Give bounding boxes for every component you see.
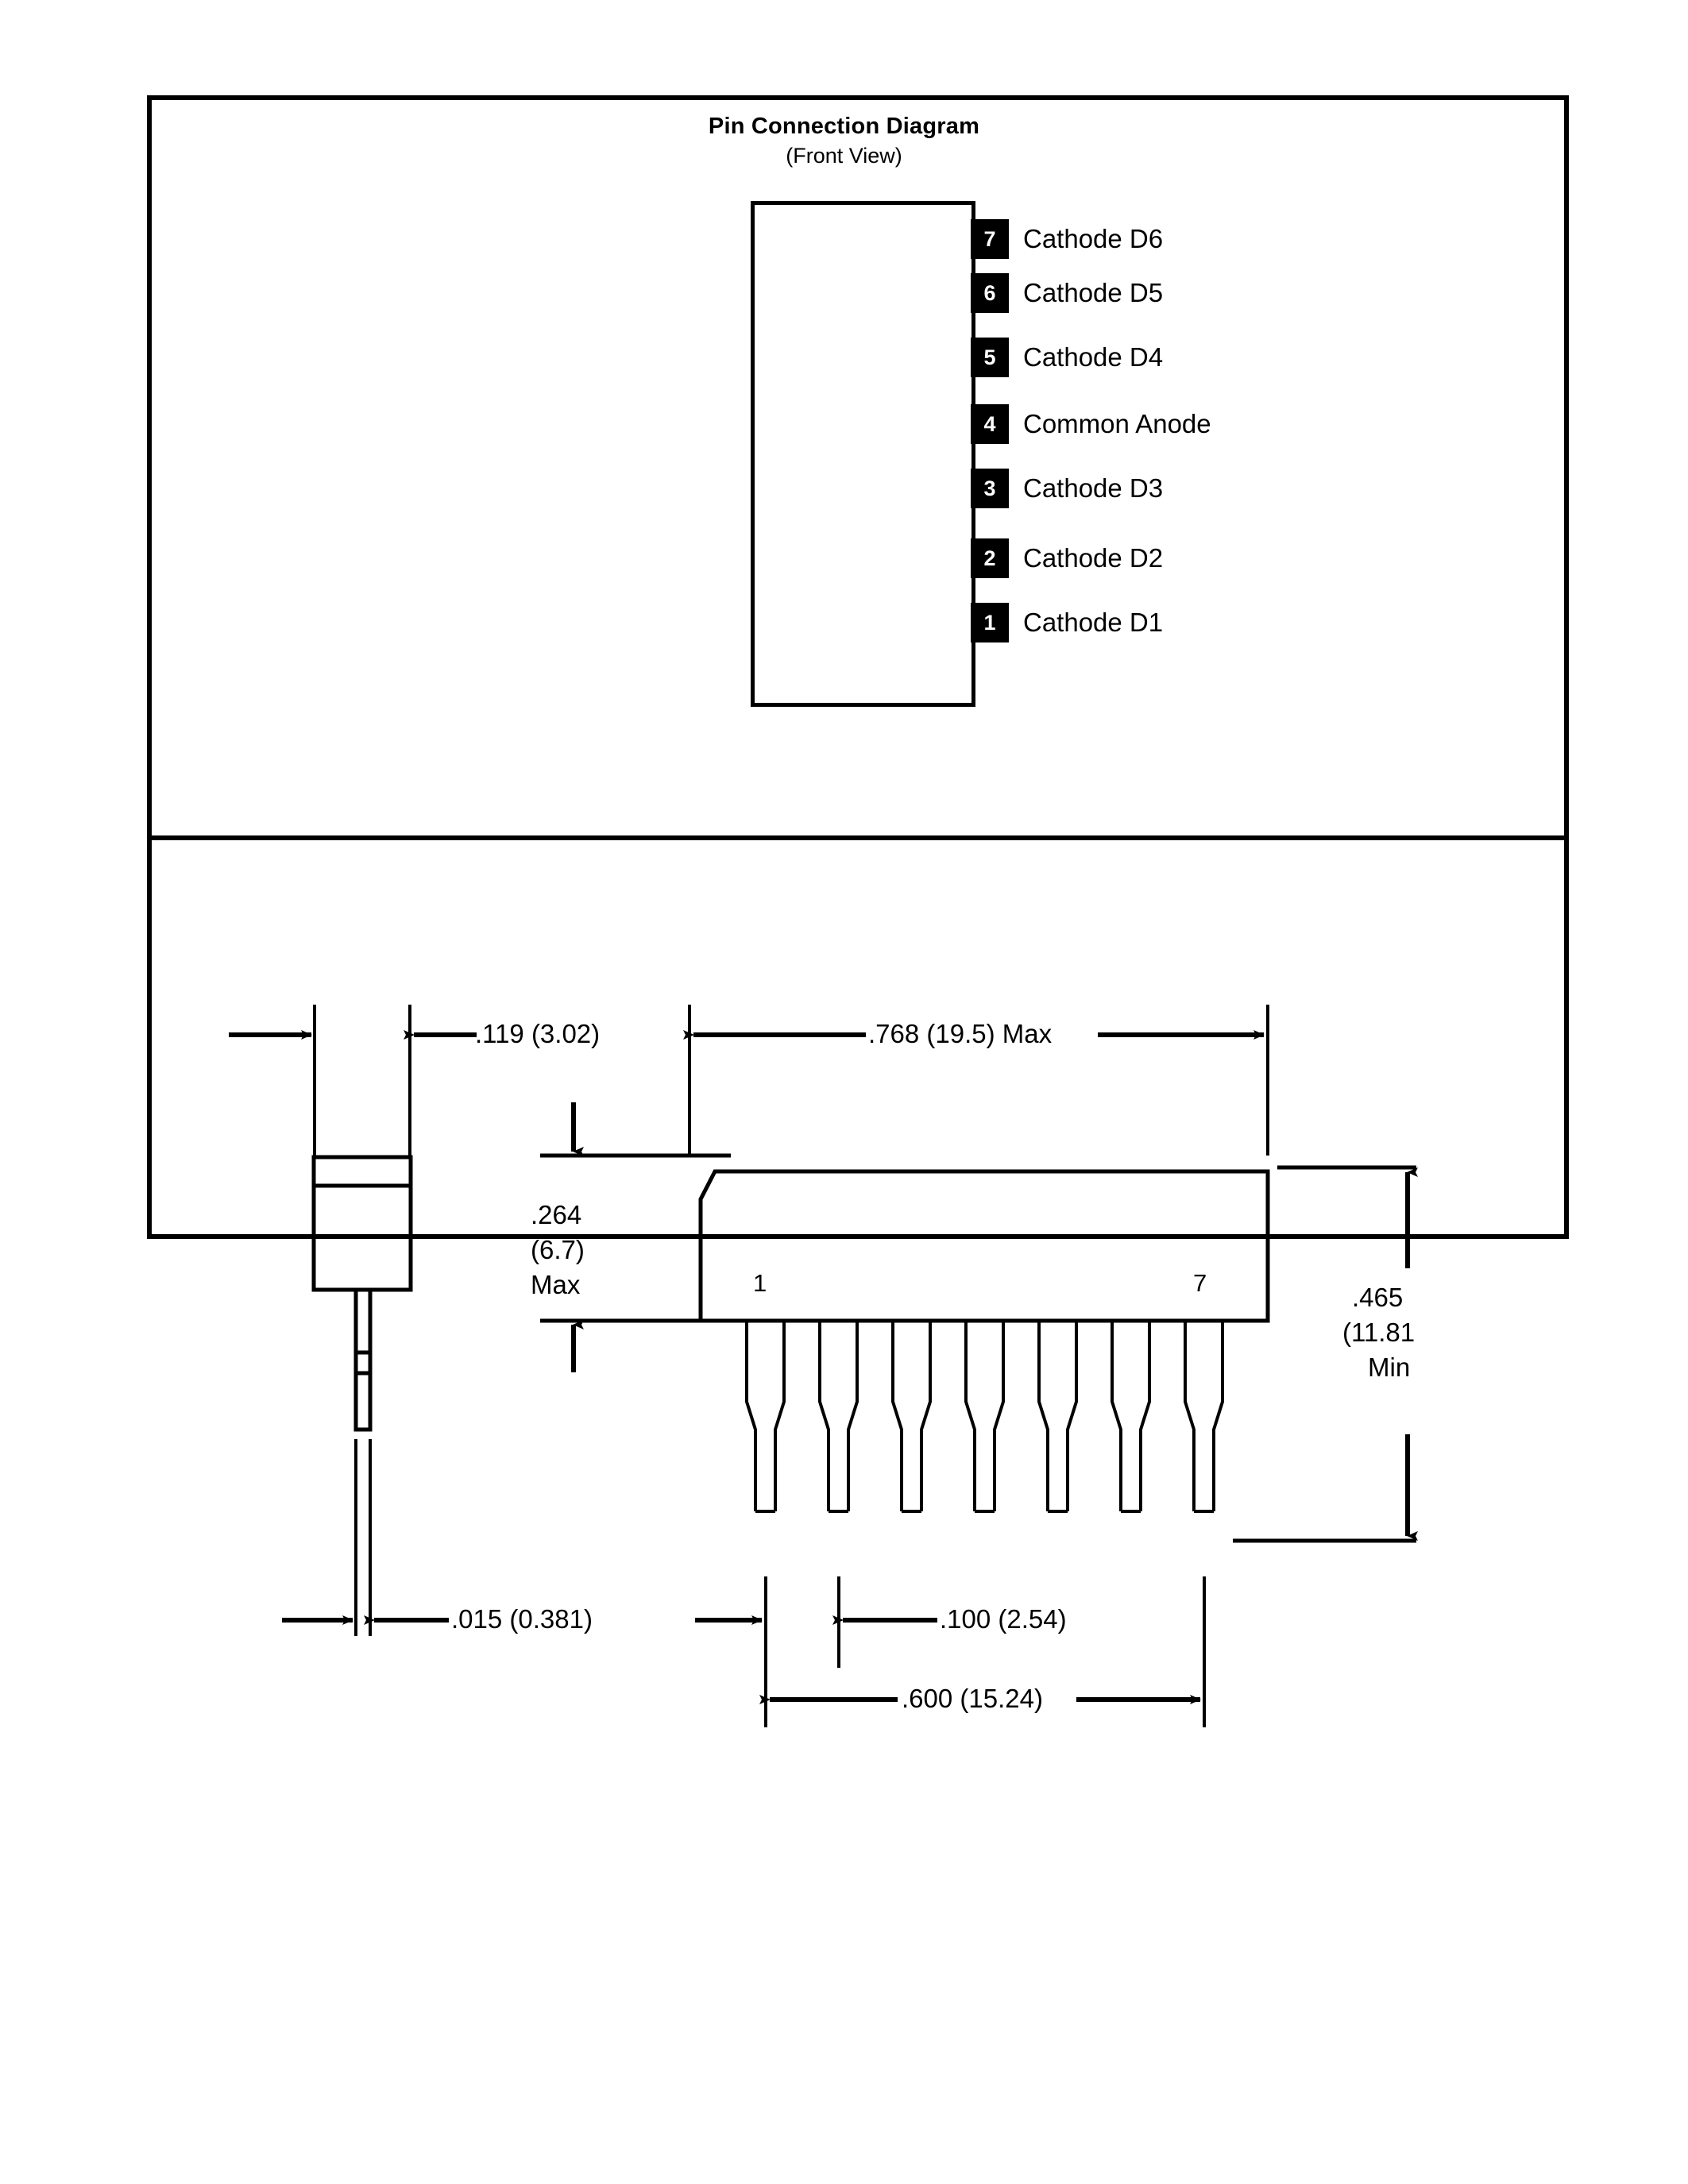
pin-label-3: Cathode D3: [1023, 473, 1164, 503]
lead-6-left: [1111, 1321, 1122, 1511]
pin-label-6: Cathode D5: [1023, 278, 1164, 307]
dim-standoff-line2: (6.7): [531, 1235, 585, 1264]
dim-height-line2: (11.81: [1342, 1318, 1416, 1347]
pin-label-4: Common Anode: [1023, 409, 1211, 438]
dim-pitch-label: .100 (2.54): [940, 1604, 1067, 1634]
panel-divider: [147, 835, 1569, 840]
lead-4-left: [964, 1321, 976, 1511]
front-view-pin-marker-7: 7: [1193, 1269, 1207, 1297]
pin-connection-subtitle: (Front View): [786, 144, 902, 168]
pin-number-1: 1: [971, 603, 1009, 642]
pin-number-6: 6: [971, 273, 1009, 313]
pin-label-7: Cathode D6: [1023, 224, 1164, 253]
lead-3-left: [891, 1321, 903, 1511]
package-body-outline: [751, 201, 975, 707]
pin-row-5: 5 Cathode D4: [971, 338, 1574, 377]
pin-number-4: 4: [971, 404, 1009, 444]
front-view-pin-marker-1: 1: [753, 1269, 767, 1297]
pin-connection-title: Pin Connection Diagram: [708, 114, 980, 139]
lead-6-right: [1139, 1321, 1151, 1511]
dim-standoff-line3: Max: [531, 1270, 581, 1299]
pin-number-3: 3: [971, 469, 1009, 508]
dim-height-line1: .465: [1352, 1283, 1404, 1312]
pin-label-1: Cathode D1: [1023, 608, 1164, 637]
pin-number-7: 7: [971, 219, 1009, 259]
lead-2-right: [847, 1321, 859, 1511]
lead-1-right: [774, 1321, 786, 1511]
dim-thickness-label: .119 (3.02): [475, 1019, 601, 1048]
lead-5-left: [1037, 1321, 1049, 1511]
lead-5-right: [1066, 1321, 1078, 1511]
pin-number-5: 5: [971, 338, 1009, 377]
lead-7-left: [1184, 1321, 1196, 1511]
pin-row-1: 1 Cathode D1: [971, 603, 1574, 642]
lead-2-left: [818, 1321, 830, 1511]
dim-length-label: .768 (19.5) Max: [868, 1019, 1053, 1048]
lead-1-left: [745, 1321, 757, 1511]
pin-row-7: 7 Cathode D6: [971, 219, 1574, 259]
pin-row-6: 6 Cathode D5: [971, 273, 1574, 313]
dim-standoff-line1: .264: [531, 1200, 582, 1229]
lead-3-right: [920, 1321, 932, 1511]
pin-label-5: Cathode D4: [1023, 342, 1164, 372]
dim-height-line3: Min: [1368, 1352, 1411, 1382]
pin-label-2: Cathode D2: [1023, 543, 1164, 573]
pin-row-3: 3 Cathode D3: [971, 469, 1574, 508]
lead-4-right: [993, 1321, 1005, 1511]
dim-span-label: .600 (15.24): [902, 1684, 1043, 1713]
pin-row-2: 2 Cathode D2: [971, 538, 1574, 578]
side-view-lead: [353, 1287, 373, 1432]
pin-row-4: 4 Common Anode: [971, 404, 1574, 444]
dim-lead-width-label: .015 (0.381): [451, 1604, 593, 1634]
pin-number-2: 2: [971, 538, 1009, 578]
lead-7-right: [1212, 1321, 1224, 1511]
